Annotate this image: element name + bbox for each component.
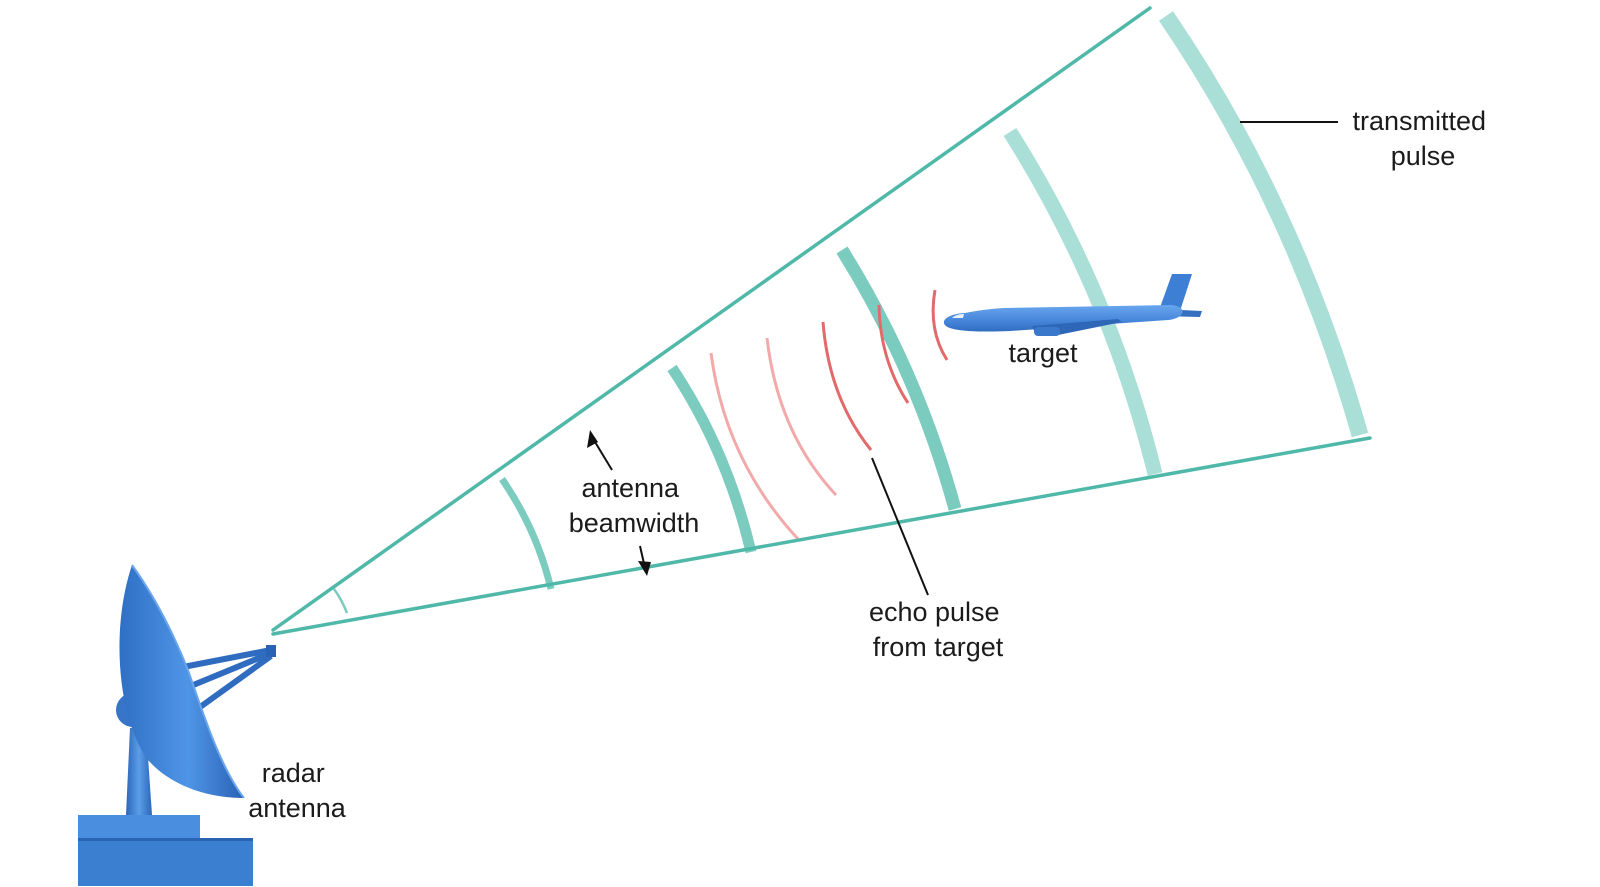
- airplane-icon: [943, 274, 1202, 336]
- radar-antenna-label: radar antenna: [248, 758, 347, 823]
- echo-pulse-arc: [709, 352, 800, 541]
- transmitted-pulses: [499, 11, 1369, 590]
- transmitted-pulse-arc: [499, 477, 555, 590]
- echo-pulse-arc: [931, 289, 949, 361]
- transmitted-pulse-arc: [1158, 11, 1369, 438]
- satellite-dish-icon: [78, 564, 276, 886]
- beam-upper-edge: [271, 6, 1152, 632]
- echo-pulse-leader: [871, 457, 929, 596]
- transmitted-pulse-arc: [836, 246, 962, 511]
- transmitted-pulse-arc: [1003, 127, 1163, 476]
- beamwidth-arrow-up: [587, 430, 613, 471]
- echo-pulse-arc: [877, 304, 910, 404]
- echo-pulse-arc: [821, 321, 873, 451]
- echo-pulses: [709, 289, 949, 541]
- echo-pulse-label: echo pulse from target: [869, 597, 1007, 662]
- target-label: target: [1008, 338, 1078, 368]
- beam-lower-edge: [271, 436, 1372, 636]
- transmitted-pulse-label: transmitted pulse: [1352, 106, 1493, 171]
- transmitted-pulse-arc: [667, 364, 757, 554]
- beam-angle-arc: [332, 588, 349, 614]
- antenna-beamwidth-label: antenna beamwidth: [569, 473, 700, 538]
- beamwidth-arrow-down: [638, 545, 651, 576]
- echo-pulse-arc: [765, 337, 838, 497]
